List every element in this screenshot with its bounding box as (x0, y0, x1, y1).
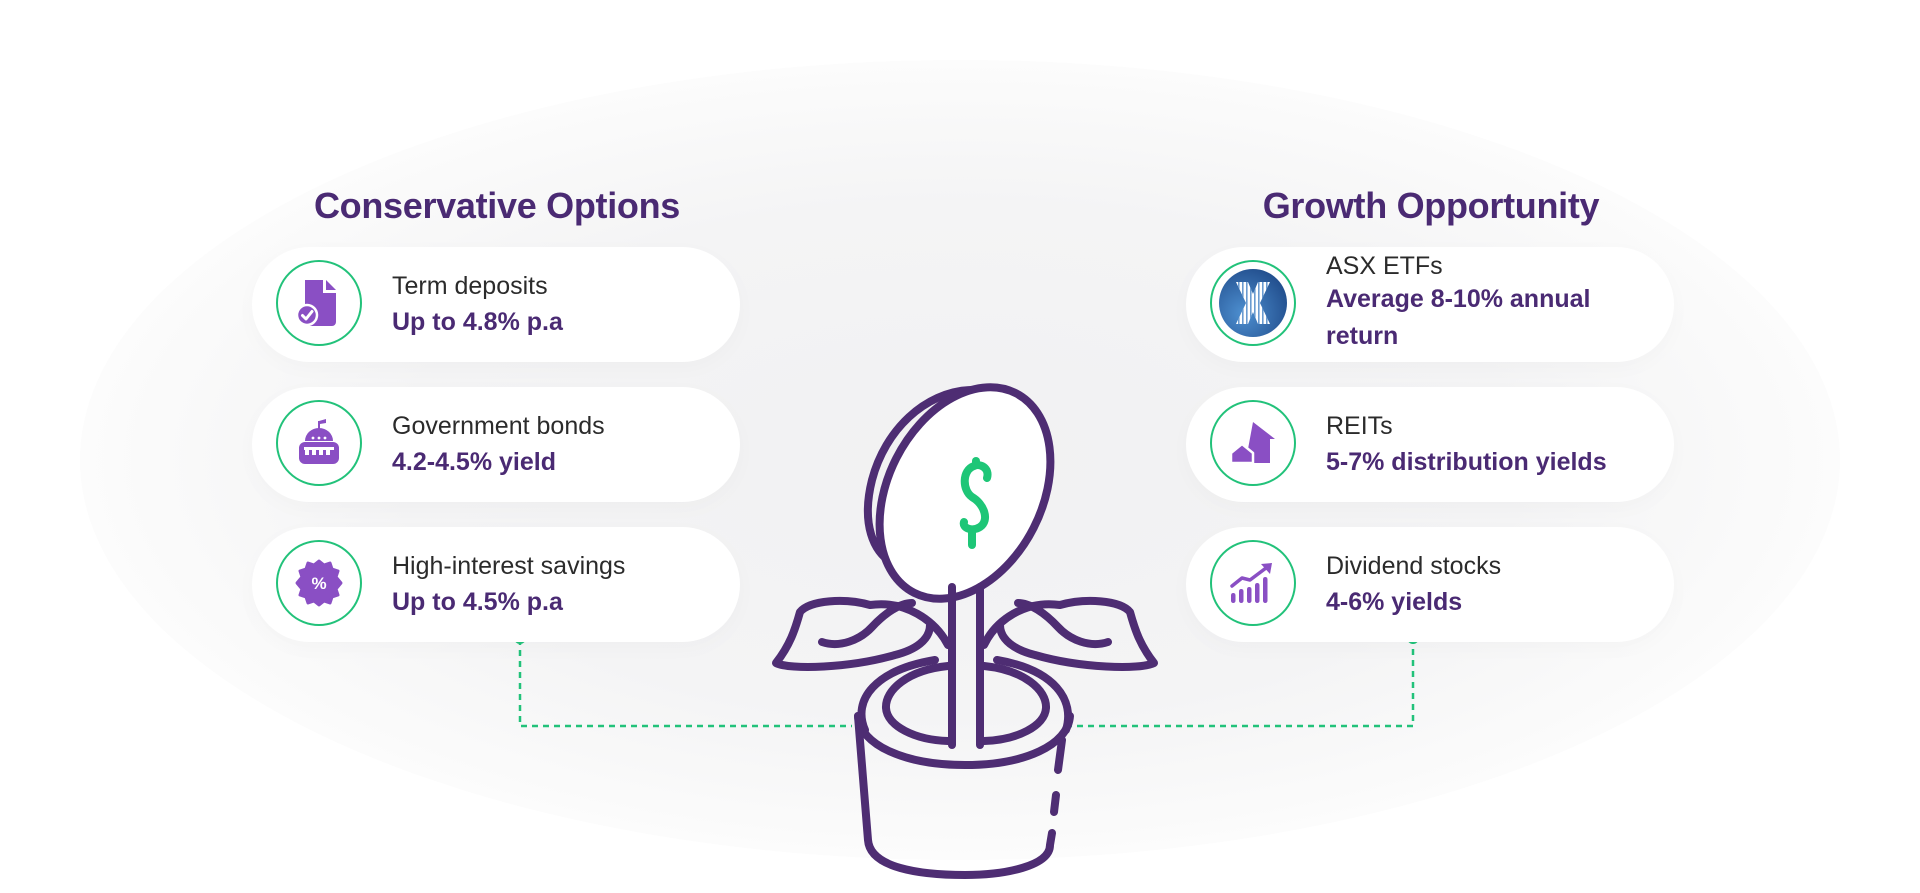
option-label: REITs (1326, 412, 1393, 440)
option-label: Term deposits (392, 272, 548, 300)
option-value: Up to 4.5% p.a (392, 588, 563, 616)
icon-ring (1210, 260, 1296, 346)
option-label: Government bonds (392, 412, 605, 440)
growth-opportunity-title: Growth Opportunity (1262, 185, 1600, 226)
option-label: ASX ETFs (1326, 252, 1443, 280)
option-label: High-interest savings (392, 552, 626, 580)
option-value: 4-6% yields (1326, 588, 1463, 616)
conservative-options-title: Conservative Options (313, 185, 681, 226)
houses-icon (1229, 422, 1275, 465)
option-card-high-interest-savings: % High-interest savings Up to 4.5% p.a (252, 527, 740, 642)
option-value: Average 8-10% annual return (1326, 285, 1591, 350)
option-value: Up to 4.8% p.a (392, 308, 563, 336)
document-check-icon (297, 280, 336, 327)
option-card-reits: REITs 5-7% distribution yields (1186, 387, 1674, 502)
percent-badge-icon: % (295, 559, 343, 607)
option-card-dividend-stocks: Dividend stocks 4-6% yields (1186, 527, 1674, 642)
government-building-icon (299, 419, 339, 464)
icon-ring (1210, 400, 1296, 486)
asx-logo-icon (1219, 269, 1287, 337)
svg-text:%: % (311, 574, 326, 593)
option-card-asx-etfs: ASX ETFs Average 8-10% annual return (1186, 247, 1674, 362)
option-value: 4.2-4.5% yield (392, 448, 556, 476)
option-card-government-bonds: Government bonds 4.2-4.5% yield (252, 387, 740, 502)
icon-ring (276, 260, 362, 346)
option-label: Dividend stocks (1326, 552, 1502, 580)
icon-ring (1210, 540, 1296, 626)
rising-chart-icon (1230, 563, 1272, 603)
icon-ring: % (276, 540, 362, 626)
option-value: 5-7% distribution yields (1326, 448, 1607, 476)
option-card-term-deposits: Term deposits Up to 4.8% p.a (252, 247, 740, 362)
icon-ring (276, 400, 362, 486)
